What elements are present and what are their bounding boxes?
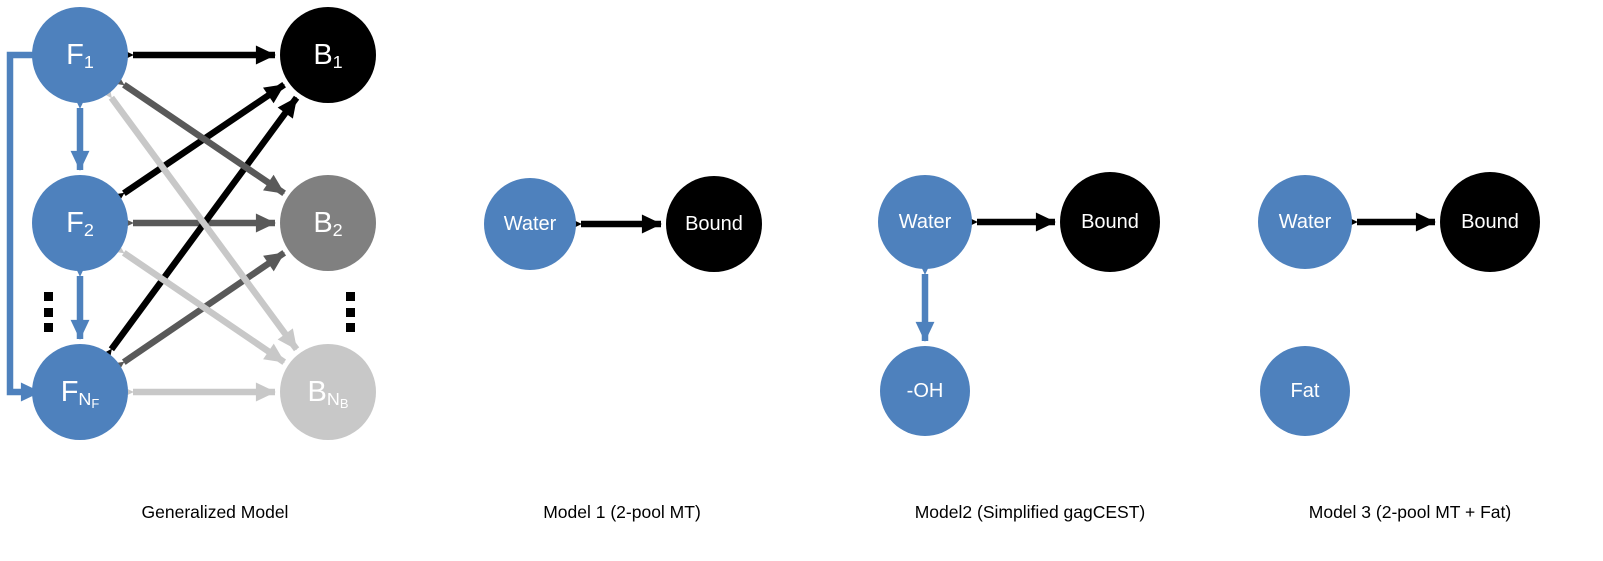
bound-pool-ellipsis [346,292,355,332]
caption-generalized: Generalized Model [141,502,289,522]
node-label-FNF: FNF [60,375,100,412]
caption-model-3: Model 3 (2-pool MT + Fat) [1308,502,1512,522]
node-m2-water[interactable]: Water [878,175,972,269]
node-label-m2-oh: -OH [906,380,944,402]
node-m3-water[interactable]: Water [1258,175,1352,269]
node-label-F2: F2 [66,206,94,241]
node-label-B2: B2 [313,206,343,241]
node-label-m2-bound: Bound [1081,211,1139,233]
caption-model-1: Model 1 (2-pool MT) [543,502,701,522]
node-m2-bound[interactable]: Bound [1060,172,1160,272]
free-pool-ellipsis [44,292,53,332]
node-label-BNB: BNB [307,375,349,412]
node-F2[interactable]: F2 [32,175,128,271]
edge-F2-BNB [102,234,287,365]
edge-FNF-B1 [92,95,300,371]
node-label-B1: B1 [313,38,343,73]
node-m2-oh[interactable]: -OH [880,346,970,436]
node-m3-bound[interactable]: Bound [1440,172,1540,272]
node-label-m1-bound: Bound [685,213,743,235]
node-m1-bound[interactable]: Bound [666,176,762,272]
node-m1-water[interactable]: Water [484,178,576,270]
node-FNF[interactable]: FNF [32,344,128,440]
edge-FNF-B2 [102,250,287,381]
edge-F1-B2 [102,66,286,196]
node-label-m2-water: Water [898,211,952,233]
node-label-m1-water: Water [503,213,557,235]
caption-model-2: Model2 (Simplified gagCEST) [914,502,1146,522]
node-m3-fat[interactable]: Fat [1260,346,1350,436]
node-B1[interactable]: B1 [280,7,376,103]
node-BNB[interactable]: BNB [280,344,376,440]
node-label-m3-water: Water [1278,211,1332,233]
node-label-m3-bound: Bound [1461,211,1519,233]
node-label-m3-fat: Fat [1290,380,1320,402]
node-F1[interactable]: F1 [32,7,128,103]
node-B2[interactable]: B2 [280,175,376,271]
edge-F2-B1 [102,82,286,212]
node-label-F1: F1 [66,38,94,73]
edge-F1-BNB [92,76,300,352]
